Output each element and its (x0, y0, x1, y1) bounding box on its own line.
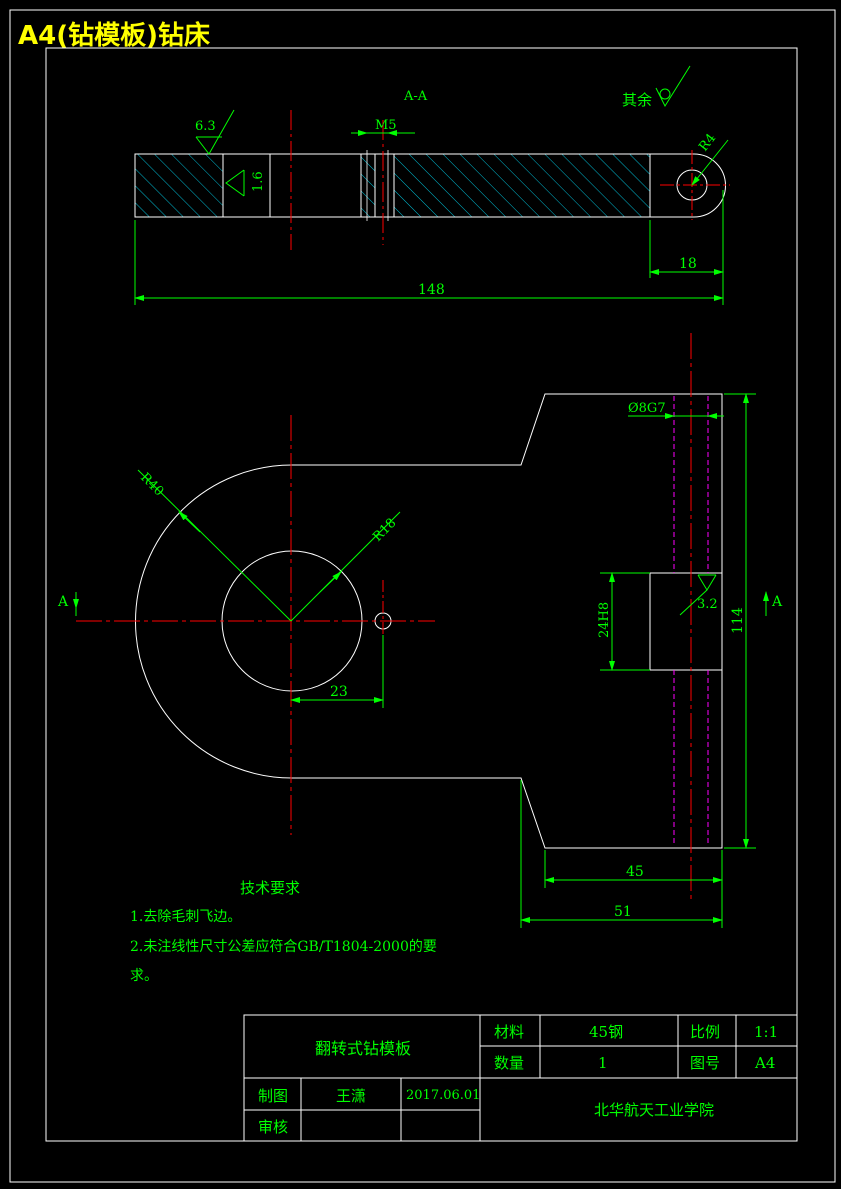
svg-text:R4: R4 (696, 131, 719, 154)
hatch-right (394, 154, 650, 217)
hatch-left (135, 154, 223, 217)
section-marker-right: A (763, 591, 783, 616)
section-marker-left: A (57, 592, 79, 616)
tech-requirement-line: 1.去除毛刺飞边。 (130, 909, 241, 925)
section-outline (134, 153, 726, 218)
sheet-title: A4(钻模板)钻床 (18, 20, 210, 51)
tech-requirement-line: 2.未注线性尺寸公差应符合GB/T1804-2000的要 (130, 938, 437, 955)
svg-text:45: 45 (626, 864, 644, 880)
svg-text:R40: R40 (137, 470, 166, 499)
dim-51: 51 (520, 780, 723, 928)
general-roughness-label: 其余 (622, 91, 652, 109)
hidden-bore-lines (673, 396, 709, 846)
outer-frame (9, 9, 836, 1183)
svg-text:Ø8G7: Ø8G7 (628, 401, 666, 416)
section-view-label: A-A (403, 89, 428, 104)
drawn-by-label: 制图 (258, 1087, 288, 1105)
svg-text:23: 23 (330, 684, 348, 700)
svg-text:18: 18 (679, 256, 697, 272)
roughness-1-6: 1.6 (225, 169, 266, 197)
roughness-symbol-icon (655, 65, 691, 108)
roughness-circle-icon (659, 88, 671, 100)
dim-148: 148 (134, 220, 724, 305)
dim-m5: M5 (351, 118, 415, 136)
drawing-no-value: A4 (754, 1054, 775, 1072)
material-value: 45钢 (589, 1023, 623, 1041)
tech-requirements-heading: 技术要求 (240, 879, 300, 897)
checked-by-label: 审核 (258, 1118, 288, 1136)
title-block-text: 翻转式钻模板 材料 45钢 比例 1:1 数量 1 图号 A4 制图 王潇 20… (258, 1023, 778, 1136)
slot-outline (649, 572, 723, 671)
dim-r18: R18 (290, 511, 401, 622)
institution-name: 北华航天工业学院 (594, 1101, 714, 1119)
title-block (243, 1014, 798, 1142)
general-roughness-note: 其余 (622, 65, 691, 109)
roughness-3-2: 3.2 (679, 574, 718, 616)
quantity-label: 数量 (494, 1054, 524, 1072)
quantity-value: 1 (598, 1054, 608, 1072)
svg-text:6.3: 6.3 (195, 119, 216, 134)
plan-outline (135, 393, 723, 849)
svg-text:A: A (771, 594, 783, 610)
svg-text:R18: R18 (370, 516, 399, 545)
material-label: 材料 (494, 1023, 524, 1041)
dim-r40: R40 (137, 469, 292, 622)
dim-23: 23 (290, 635, 384, 708)
part-name: 翻转式钻模板 (315, 1039, 411, 1058)
tech-requirements: 技术要求 1.去除毛刺飞边。 2.未注线性尺寸公差应符合GB/T1804-200… (130, 879, 437, 984)
dim-114: 114 (724, 393, 756, 849)
svg-text:M5: M5 (375, 118, 397, 133)
svg-text:114: 114 (730, 607, 746, 634)
svg-text:24H8: 24H8 (597, 602, 612, 638)
drawn-by-value: 王潇 (336, 1087, 366, 1105)
dim-18: 18 (649, 190, 724, 278)
section-bar (134, 150, 726, 221)
dim-45: 45 (544, 850, 723, 888)
hatch-mid (361, 154, 375, 217)
tech-requirement-line: 求。 (130, 968, 158, 984)
scale-label: 比例 (690, 1023, 720, 1041)
scale-value: 1:1 (754, 1023, 778, 1041)
dim-24h8: 24H8 (597, 572, 650, 671)
svg-text:51: 51 (614, 904, 632, 920)
dim-hole-fit: Ø8G7 (628, 401, 724, 419)
roughness-6-3: 6.3 (195, 109, 235, 155)
svg-text:A: A (57, 594, 69, 610)
svg-text:3.2: 3.2 (697, 597, 718, 612)
svg-text:148: 148 (418, 282, 445, 298)
drawing-date: 2017.06.01 (406, 1088, 480, 1103)
drawing-no-label: 图号 (690, 1054, 720, 1072)
svg-text:1.6: 1.6 (251, 171, 266, 192)
